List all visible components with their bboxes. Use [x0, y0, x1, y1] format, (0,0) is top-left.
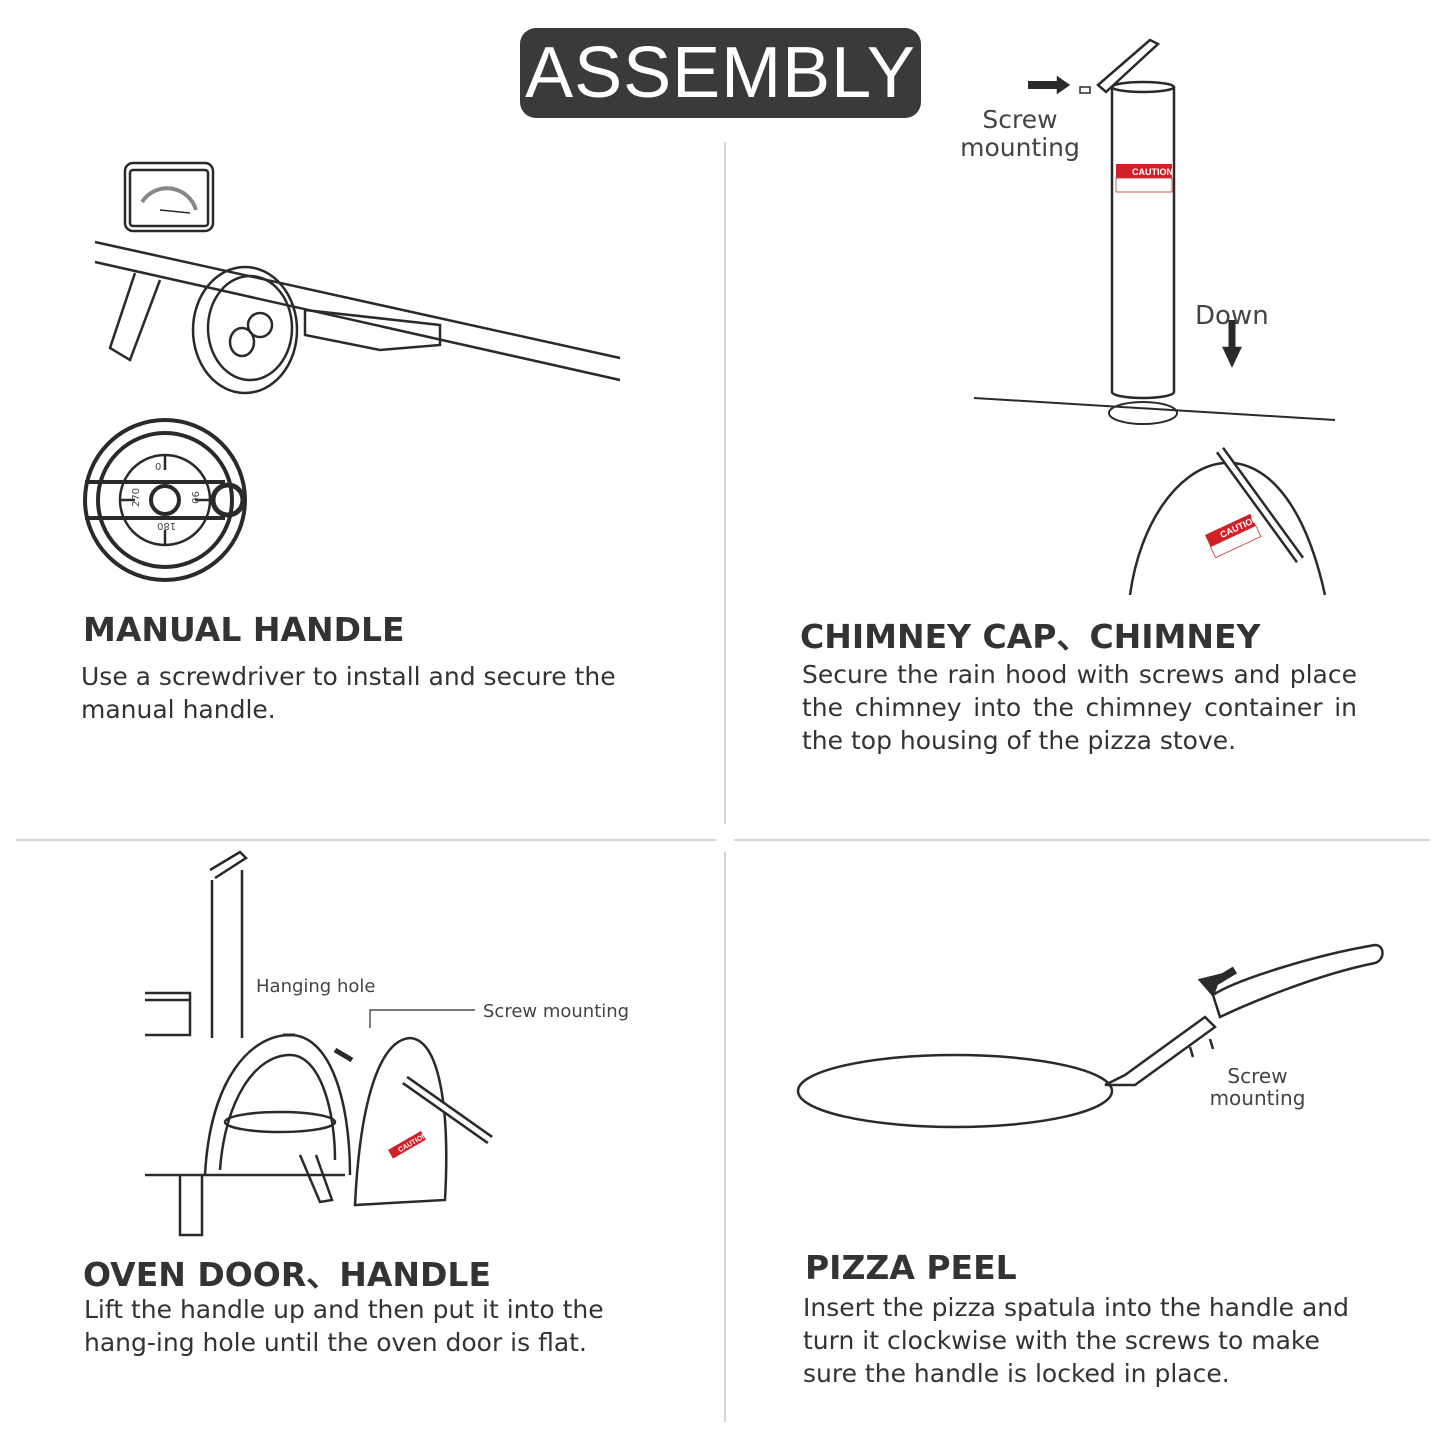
section-text-chimney: Secure the rain hood with screws and pla…	[802, 660, 1357, 755]
dial-label-0: 0	[155, 462, 162, 473]
page-title: ASSEMBLY	[520, 28, 921, 118]
dial-label-270: 270	[131, 487, 143, 508]
divider-horizontal-left	[16, 839, 716, 841]
chimney-illustration: CAUTION CAUTION	[973, 38, 1336, 596]
label-screw-mounting-peel: Screw mounting	[1209, 1064, 1306, 1110]
label-hanging-hole: Hanging hole	[256, 976, 376, 997]
section-heading-pizza-peel: PIZZA PEEL	[805, 1248, 1017, 1287]
pizza-peel-illustration	[796, 943, 1384, 1129]
dial-label-180: 180	[157, 520, 177, 531]
section-text-manual-handle: Use a screwdriver to install and secure …	[81, 662, 616, 724]
divider-vertical-top	[724, 142, 726, 824]
svg-text:CAUTION: CAUTION	[1132, 167, 1173, 177]
section-text-pizza-peel: Insert the pizza spatula into the handle…	[803, 1293, 1350, 1388]
manual-handle-illustration	[83, 161, 621, 582]
section-heading-manual-handle: MANUAL HANDLE	[83, 610, 405, 649]
label-screw-mounting-door: Screw mounting	[483, 1001, 630, 1022]
oven-door-illustration: CAUTION	[145, 850, 493, 1237]
label-down: Down	[1195, 301, 1269, 331]
section-heading-oven-door: OVEN DOOR、HANDLE	[83, 1255, 492, 1294]
dial-label-90: 90	[188, 491, 200, 504]
divider-vertical-bottom	[724, 852, 726, 1422]
section-text-oven-door: Lift the handle up and then put it into …	[84, 1295, 604, 1357]
label-screw-mounting-chimney: Screw mounting	[960, 105, 1080, 162]
divider-horizontal-right	[734, 839, 1430, 841]
dial-closeup	[83, 418, 247, 582]
section-heading-chimney: CHIMNEY CAP、CHIMNEY	[800, 617, 1261, 656]
